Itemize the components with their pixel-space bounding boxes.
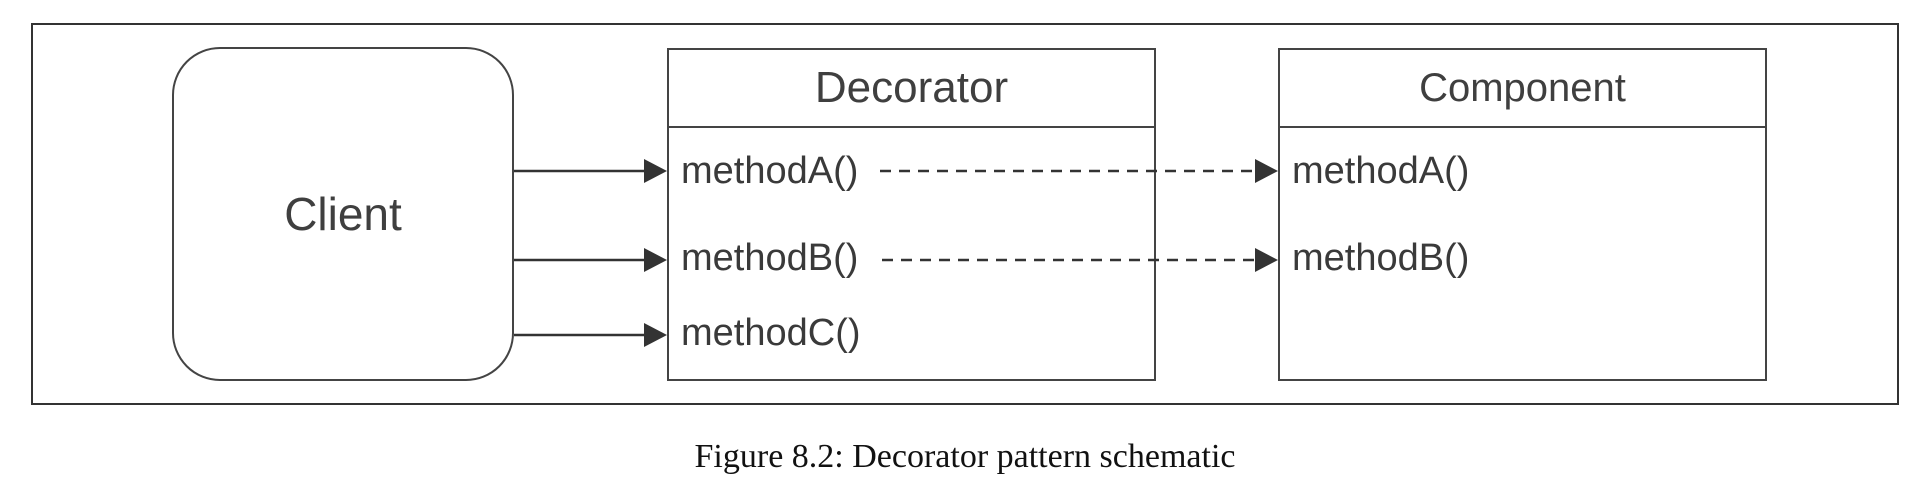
client-to-method-c-arrowhead [644, 323, 667, 347]
component-method-b: methodB() [1292, 237, 1470, 279]
figure-caption: Figure 8.2: Decorator pattern schematic [694, 438, 1236, 475]
client-to-method-a-arrowhead [644, 159, 667, 183]
decorator-method-b: methodB() [681, 237, 859, 279]
decorator-title: Decorator [669, 50, 1154, 128]
client-label: Client [284, 188, 402, 240]
component-title: Component [1280, 50, 1765, 128]
connector-layer [514, 159, 1278, 347]
component-method-a: methodA() [1292, 150, 1470, 192]
decorator-diagram: Client Decorator methodA() methodB() met… [172, 47, 1767, 381]
decorator-to-component-method-b-arrowhead [1255, 248, 1278, 272]
decorator-method-c: methodC() [681, 312, 861, 354]
client-box: Client [172, 47, 514, 381]
decorator-to-component-method-a-arrowhead [1255, 159, 1278, 183]
component-class-box: Component methodA() methodB() [1278, 48, 1767, 381]
client-to-method-b-arrowhead [644, 248, 667, 272]
decorator-method-a: methodA() [681, 150, 859, 192]
decorator-class-box: Decorator methodA() methodB() methodC() [667, 48, 1156, 381]
